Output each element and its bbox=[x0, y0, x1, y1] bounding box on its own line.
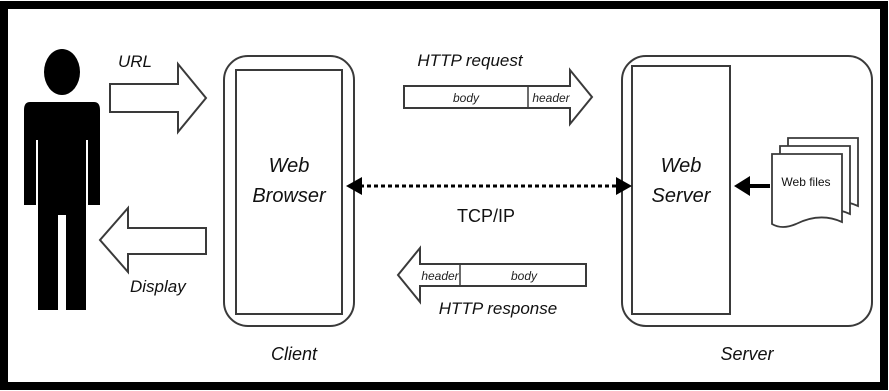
web-server-label-line2: Server bbox=[652, 185, 712, 207]
server-label: Server bbox=[720, 344, 774, 364]
tcpip-arrow-head-right bbox=[616, 177, 632, 195]
tcpip-arrow-head-left bbox=[346, 177, 362, 195]
display-arrow bbox=[98, 205, 207, 275]
http-response-header-label: header bbox=[421, 269, 459, 283]
files-to-server-arrow-head bbox=[734, 176, 750, 196]
http-response-label: HTTP response bbox=[439, 299, 557, 318]
url-label: URL bbox=[118, 52, 152, 71]
web-files-label: Web files bbox=[781, 175, 830, 189]
http-request-body-label: body bbox=[453, 91, 480, 105]
web-browser-label-line1: Web bbox=[269, 155, 310, 177]
web-server-panel bbox=[631, 65, 731, 315]
http-request-arrow bbox=[403, 67, 594, 127]
http-response-arrow bbox=[396, 245, 587, 305]
url-arrow bbox=[109, 61, 208, 135]
http-request-header-label: header bbox=[532, 91, 570, 105]
client-label: Client bbox=[271, 344, 318, 364]
display-label: Display bbox=[130, 277, 187, 296]
user-person-icon bbox=[24, 49, 100, 310]
web-browser-panel bbox=[235, 69, 343, 315]
http-request-label: HTTP request bbox=[417, 51, 523, 70]
http-response-body-label: body bbox=[511, 269, 538, 283]
tcpip-label: TCP/IP bbox=[457, 206, 515, 226]
web-browser-label-line2: Browser bbox=[252, 185, 327, 207]
web-server-label-line1: Web bbox=[661, 155, 702, 177]
web-files-icon bbox=[771, 137, 859, 228]
